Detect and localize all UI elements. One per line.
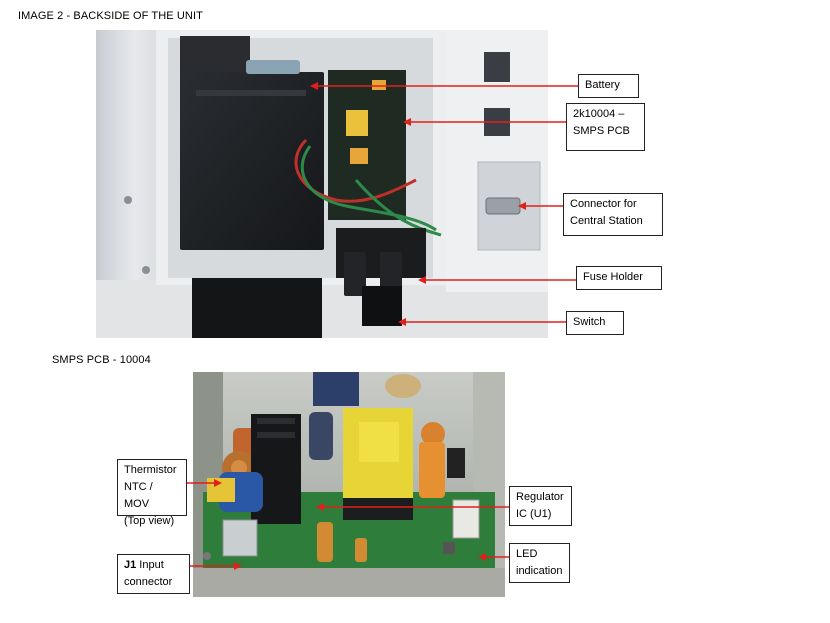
callout-regulator-line2: IC (U1) [516, 508, 552, 520]
callout-thermistor-line1: Thermistor [124, 464, 177, 476]
callout-switch-text: Switch [573, 316, 606, 328]
callout-connector-line2: Central Station [570, 215, 643, 227]
callout-connector-line1: Connector for [570, 198, 637, 210]
callout-thermistor: Thermistor NTC / MOV (Top view) [117, 459, 187, 527]
callout-thermistor-line3: (Top view) [124, 515, 175, 527]
callout-regulator: Regulator IC (U1) [509, 486, 572, 526]
callout-j1-line2: connector [124, 576, 173, 588]
section-title-smps: SMPS PCB - 10004 [52, 354, 151, 366]
callout-led-line2: indication [516, 565, 563, 577]
callout-battery: Battery [578, 74, 639, 98]
callout-thermistor-line2: NTC / MOV [124, 481, 153, 510]
callout-fuse-text: Fuse Holder [583, 271, 643, 283]
callout-led-line1: LED [516, 548, 538, 560]
callout-smps-pcb: 2k10004 – SMPS PCB [566, 103, 645, 151]
callout-j1-line1: J1 Input [124, 557, 183, 574]
callout-fuse-holder: Fuse Holder [576, 266, 662, 290]
callout-switch: Switch [566, 311, 624, 335]
backside-photo [96, 30, 548, 338]
smps-pcb-photo [193, 372, 505, 597]
callout-j1-bold: J1 [124, 559, 137, 571]
callout-j1-rest: Input [136, 559, 164, 571]
callout-led: LED indication [509, 543, 570, 583]
callout-smps-line1: 2k10004 – [573, 108, 625, 120]
callout-j1-input: J1 Input connector [117, 554, 190, 594]
section-title-backside: IMAGE 2 - BACKSIDE OF THE UNIT [18, 10, 203, 22]
callout-smps-line2: SMPS PCB [573, 125, 630, 137]
callout-regulator-line1: Regulator [516, 491, 564, 503]
callout-connector: Connector for Central Station [563, 193, 663, 236]
callout-battery-text: Battery [585, 79, 620, 91]
